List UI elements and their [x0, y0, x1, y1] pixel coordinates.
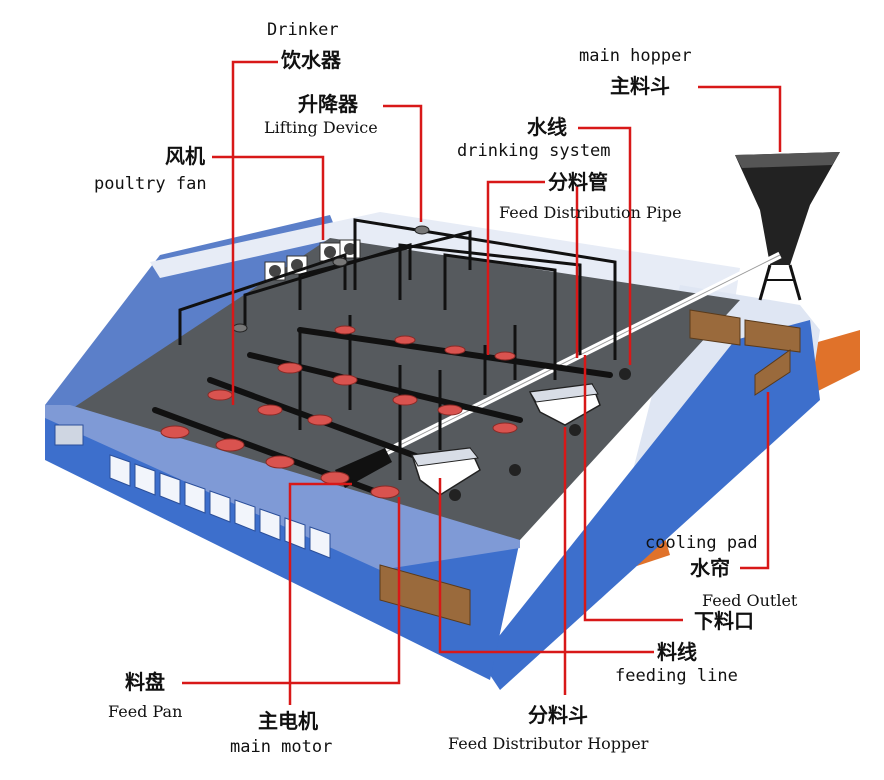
- label-fan-zh: 风机: [165, 144, 205, 168]
- label-drinker-zh: 饮水器: [281, 48, 341, 72]
- leader-outlet: [583, 355, 683, 622]
- label-outlet-en: Feed Outlet: [702, 591, 798, 610]
- line-end-wheel-2: [509, 464, 521, 476]
- label-feed-pan-en: Feed Pan: [108, 702, 183, 721]
- leader-feed-line: [438, 478, 654, 654]
- label-drinker-en: Drinker: [267, 20, 339, 40]
- leader-drinker: [231, 60, 278, 405]
- label-feed-line-en: feeding line: [615, 666, 738, 686]
- leader-lines: [182, 60, 782, 705]
- front-wall-cap: [45, 405, 520, 570]
- leader-feed-pan: [182, 497, 401, 685]
- label-water-line-zh: 水线: [527, 115, 567, 139]
- label-motor-zh: 主电机: [258, 709, 318, 733]
- distributor-hopper-b: [528, 383, 601, 436]
- label-water-line-en: drinking system: [457, 141, 611, 161]
- leader-lifting: [383, 104, 423, 222]
- leader-motor: [288, 482, 352, 705]
- distributor-hopper-a: [411, 447, 481, 501]
- leader-hopper: [698, 85, 782, 152]
- cooling-pads: [379, 309, 801, 626]
- leader-water-line: [578, 126, 632, 365]
- label-lifting-en: Lifting Device: [264, 118, 378, 137]
- label-outlet-zh: 下料口: [694, 609, 754, 633]
- label-feed-line-zh: 料线: [657, 640, 697, 664]
- leader-cooling: [740, 392, 770, 570]
- leader-fan: [212, 155, 325, 240]
- feed-pans: [160, 325, 518, 499]
- label-cooling-zh: 水帘: [690, 556, 730, 580]
- label-motor-en: main motor: [230, 737, 333, 757]
- label-distrib-pipe-en: Feed Distribution Pipe: [499, 203, 682, 222]
- house-front-wall: [45, 405, 520, 680]
- main-hopper-tower: [735, 152, 840, 301]
- water-line-frames: [178, 218, 617, 480]
- label-hopper-zh: 主料斗: [610, 74, 670, 98]
- label-fan-en: poultry fan: [94, 174, 207, 194]
- label-feed-pan-zh: 料盘: [125, 670, 165, 694]
- label-distrib-pipe-zh: 分料管: [548, 170, 608, 194]
- side-windows: [109, 454, 331, 559]
- label-lifting-zh: 升降器: [298, 92, 358, 116]
- label-distrib-hop-en: Feed Distributor Hopper: [448, 734, 649, 753]
- label-distrib-hop-zh: 分料斗: [528, 703, 588, 727]
- label-hopper-en: main hopper: [579, 46, 692, 66]
- leader-distrib-pipe: [486, 180, 545, 355]
- label-cooling-en: cooling pad: [645, 533, 758, 553]
- front-vent: [54, 424, 84, 446]
- lifting-pulleys: [232, 225, 430, 333]
- line-end-wheel: [619, 368, 631, 380]
